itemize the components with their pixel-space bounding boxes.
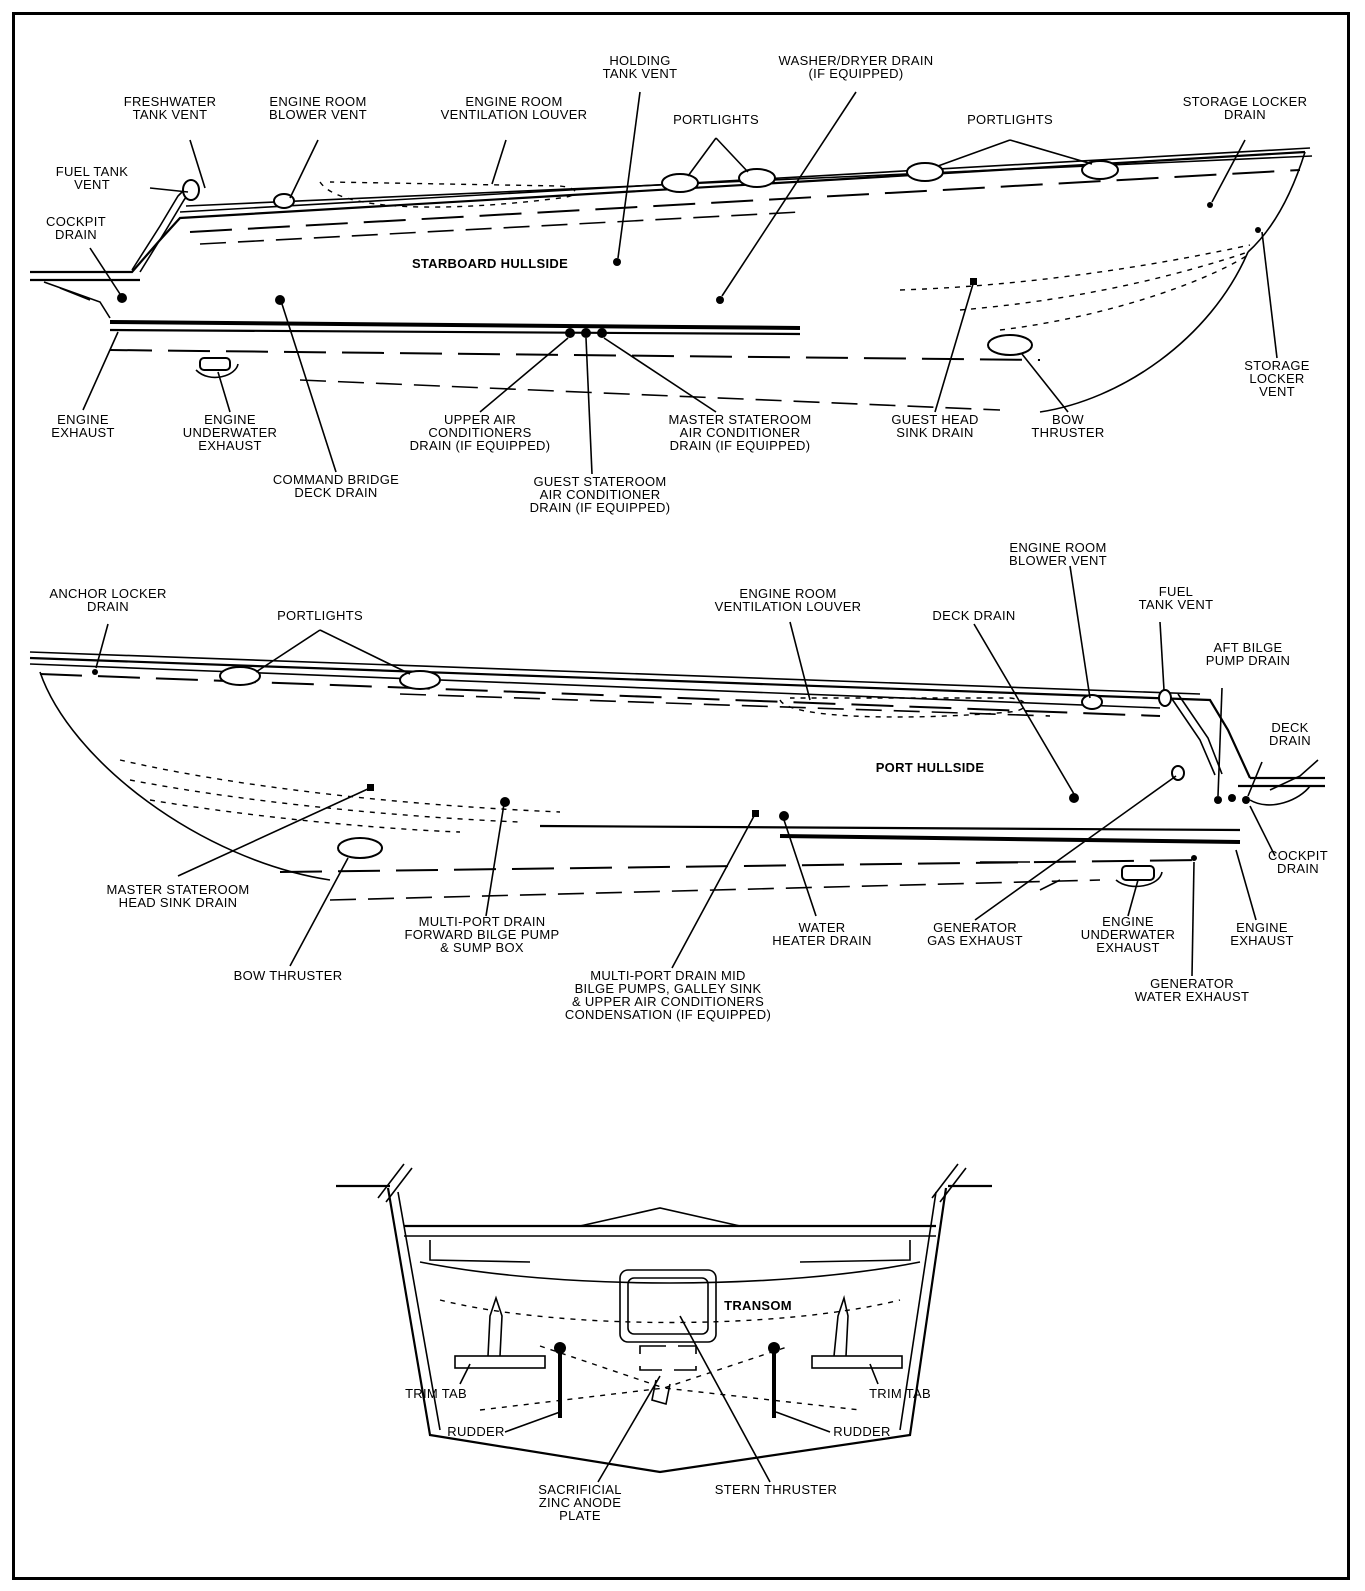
- transom-labels-trim-tab-left-label: TRIM TAB: [405, 1386, 467, 1401]
- starboard-labels-portlights-1-label: PORTLIGHTS: [673, 112, 759, 127]
- transom-labels-stern-thruster-label: STERN THRUSTER: [715, 1482, 837, 1497]
- port-labels-bow-thruster-label: BOW THRUSTER: [234, 968, 343, 983]
- port-title-label: PORT HULLSIDE: [876, 760, 985, 775]
- starboard-labels-portlights-2-label: PORTLIGHTS: [967, 112, 1053, 127]
- port-labels-portlights-label: PORTLIGHTS: [277, 608, 363, 623]
- starboard-title-label: STARBOARD HULLSIDE: [412, 256, 568, 271]
- transom-labels-rudder-left-label: RUDDER: [447, 1424, 504, 1439]
- starboard-leaders: [82, 91, 1278, 475]
- port-labels-deck-drain-1-label: DECK DRAIN: [932, 608, 1015, 623]
- transom: [336, 1163, 992, 1474]
- transom-labels-rudder-right-label: RUDDER: [833, 1424, 890, 1439]
- transom-title-label: TRANSOM: [724, 1298, 792, 1313]
- port-hull: [29, 651, 1325, 901]
- starboard-hull: [30, 147, 1313, 413]
- transom-leaders: [459, 1315, 879, 1483]
- starboard-labels-washer-dryer-drain-label: WASHER/DRYER DRAIN(IF EQUIPPED): [779, 53, 934, 81]
- port-leaders: [95, 565, 1276, 977]
- transom-labels-trim-tab-right-label: TRIM TAB: [869, 1386, 931, 1401]
